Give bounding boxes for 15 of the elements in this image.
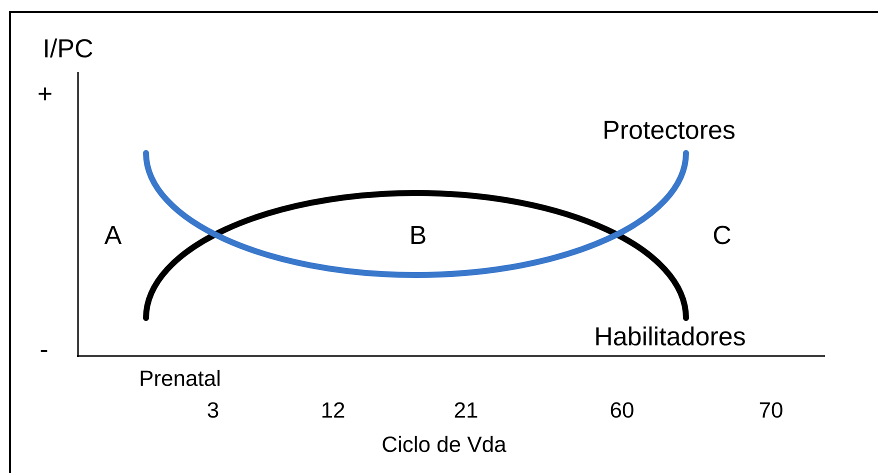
tick-label: 12: [322, 402, 344, 418]
tick-label: Prenatal: [140, 370, 220, 386]
curve-label: Habilitadores: [596, 326, 745, 346]
region-label: B: [411, 226, 426, 244]
tick-label: 21: [454, 402, 478, 418]
tick-label: 3: [208, 402, 218, 418]
curve-label: Protectores: [604, 120, 735, 140]
axis-sign: +: [38, 88, 52, 100]
region-label: A: [104, 226, 122, 244]
axis-title: Ciclo de Vda: [382, 436, 506, 452]
region-label: C: [714, 226, 730, 244]
axis-sign: -: [40, 350, 48, 352]
tick-label: 70: [760, 402, 782, 418]
tick-label: 60: [610, 402, 634, 418]
axis-title: I/PC: [45, 38, 92, 58]
